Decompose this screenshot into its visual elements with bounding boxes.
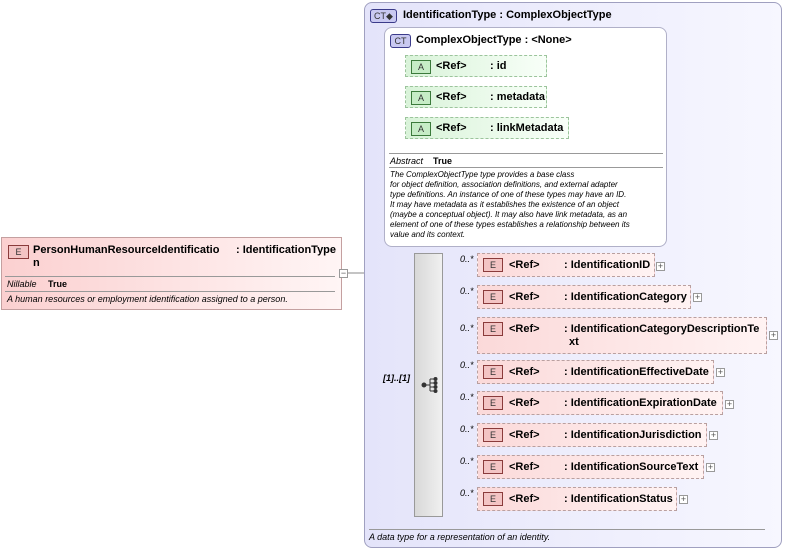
element-ref: <Ref>	[509, 291, 540, 303]
element-name: : IdentificationID	[564, 259, 651, 271]
expand-toggle[interactable]: +	[725, 399, 734, 409]
expand-toggle[interactable]: +	[709, 430, 718, 440]
element-badge: E	[483, 492, 503, 506]
element-name: : IdentificationJurisdiction	[564, 429, 702, 441]
attribute-name: : linkMetadata	[490, 122, 564, 134]
element-cardinality: 0..*	[460, 286, 474, 296]
element-identification-category[interactable]: E <Ref> : IdentificationCategory	[477, 285, 691, 309]
attribute-ref: <Ref>	[436, 60, 467, 72]
identification-type-documentation: A data type for a representation of an i…	[369, 532, 551, 542]
element-badge: E	[483, 396, 503, 410]
element-identification-expiration-date[interactable]: E <Ref> : IdentificationExpirationDate	[477, 391, 723, 415]
expand-toggle[interactable]: +	[769, 330, 778, 340]
element-badge: E	[483, 428, 503, 442]
sequence-compositor[interactable]	[414, 253, 443, 517]
divider	[389, 153, 663, 154]
element-name: : IdentificationEffectiveDate	[564, 366, 709, 378]
attribute-badge: A	[411, 91, 431, 105]
sequence-multiplicity: [1]..[1]	[383, 373, 410, 383]
attribute-ref: <Ref>	[436, 91, 467, 103]
element-ref: <Ref>	[509, 429, 540, 441]
complex-type-badge: CT	[390, 34, 411, 48]
expand-toggle[interactable]: +	[656, 261, 665, 271]
element-name: : IdentificationStatus	[564, 493, 673, 505]
divider	[389, 167, 663, 168]
element-name: : IdentificationExpirationDate	[564, 397, 717, 409]
abstract-value: True	[433, 156, 453, 166]
divider	[369, 529, 765, 530]
expand-toggle[interactable]: +	[679, 494, 688, 504]
element-identification-jurisdiction[interactable]: E <Ref> : IdentificationJurisdiction	[477, 423, 707, 447]
element-ref: <Ref>	[509, 397, 540, 409]
element-ref: <Ref>	[509, 461, 540, 473]
element-badge: E	[483, 460, 503, 474]
element-cardinality: 0..*	[460, 254, 474, 264]
element-ref: <Ref>	[509, 366, 540, 378]
element-name: : IdentificationSourceText	[564, 461, 699, 473]
element-badge: E	[483, 258, 503, 272]
attribute-ref: <Ref>	[436, 122, 467, 134]
abstract-label: Abstract	[390, 156, 424, 166]
element-ref: <Ref>	[509, 259, 540, 271]
attribute-metadata[interactable]: A <Ref> : metadata	[405, 86, 547, 108]
element-cardinality: 0..*	[460, 392, 474, 402]
element-badge: E	[483, 290, 503, 304]
identification-type-title: IdentificationType : ComplexObjectType	[403, 9, 612, 21]
attribute-badge: A	[411, 60, 431, 74]
element-badge: E	[483, 322, 503, 336]
element-cardinality: 0..*	[460, 323, 474, 333]
attribute-id[interactable]: A <Ref> : id	[405, 55, 547, 77]
divider	[5, 291, 335, 292]
root-element-documentation: A human resources or employment identifi…	[7, 294, 288, 304]
root-element-type: : IdentificationType	[236, 244, 337, 256]
nillable-value: True	[48, 279, 68, 289]
attribute-name: : metadata	[490, 91, 546, 103]
element-identification-source-text[interactable]: E <Ref> : IdentificationSourceText	[477, 455, 704, 479]
attribute-name: : id	[490, 60, 507, 72]
element-name: : IdentificationCategory	[564, 291, 687, 303]
element-identification-category-description-text[interactable]: E <Ref> : IdentificationCategoryDescript…	[477, 317, 767, 354]
element-cardinality: 0..*	[460, 456, 474, 466]
element-badge: E	[8, 245, 29, 259]
complex-type-badge: CT◆	[370, 9, 397, 23]
element-identification-id[interactable]: E <Ref> : IdentificationID	[477, 253, 655, 277]
element-ref: <Ref>	[509, 323, 540, 335]
collapse-toggle[interactable]: −	[339, 268, 348, 278]
sequence-icon	[421, 377, 438, 393]
complex-object-type-documentation: The ComplexObjectType type provides a ba…	[390, 170, 630, 239]
nillable-label: Nillable	[7, 279, 37, 289]
element-badge: E	[483, 365, 503, 379]
element-cardinality: 0..*	[460, 360, 474, 370]
divider	[5, 276, 335, 277]
attribute-link-metadata[interactable]: A <Ref> : linkMetadata	[405, 117, 569, 139]
expand-toggle[interactable]: +	[693, 292, 702, 302]
expand-toggle[interactable]: +	[706, 462, 715, 472]
attribute-badge: A	[411, 122, 431, 136]
element-ref: <Ref>	[509, 493, 540, 505]
complex-object-type-title: ComplexObjectType : <None>	[416, 34, 572, 46]
element-identification-effective-date[interactable]: E <Ref> : IdentificationEffectiveDate	[477, 360, 714, 384]
element-cardinality: 0..*	[460, 488, 474, 498]
element-identification-status[interactable]: E <Ref> : IdentificationStatus	[477, 487, 677, 511]
expand-toggle[interactable]: +	[716, 367, 725, 377]
element-cardinality: 0..*	[460, 424, 474, 434]
